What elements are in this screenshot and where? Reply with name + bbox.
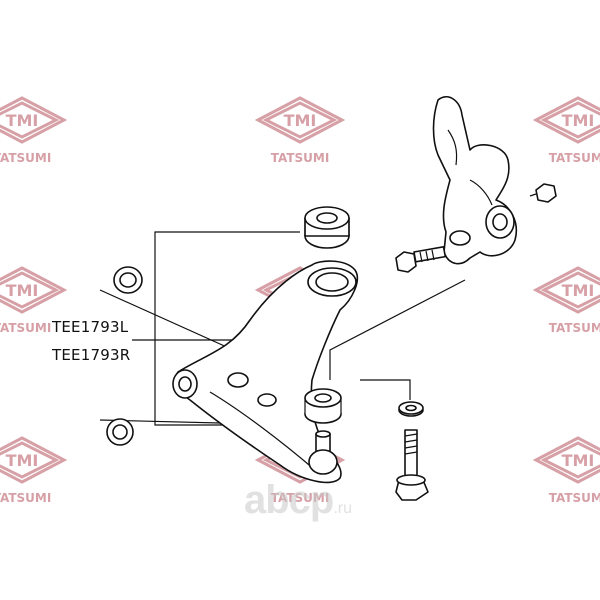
upper-bushing (304, 206, 350, 249)
watermark-brand-text: TATSUMI (549, 321, 600, 335)
washer-top (113, 266, 143, 294)
watermark-logo-text: TMI (562, 451, 595, 470)
control-arm (172, 260, 359, 484)
watermark-logo-text: TMI (6, 451, 39, 470)
watermark-logo-text: TMI (6, 111, 39, 130)
watermark-diamond-inner (540, 101, 600, 139)
site-watermark: аbcp.ru (244, 478, 352, 523)
watermark-diamond-inner (262, 101, 338, 139)
watermark-brand-text: TATSUMI (549, 491, 600, 505)
watermark-tile: TMI TATSUMI (532, 96, 600, 165)
watermark-brand-text: TATSUMI (0, 321, 51, 335)
watermark-diamond-inner (540, 441, 600, 479)
watermark-logo-text: TMI (562, 111, 595, 130)
watermark-brand-text: TATSUMI (271, 491, 330, 505)
watermark-diamond (532, 266, 600, 314)
watermark-diamond-inner (540, 271, 600, 309)
watermark-tile: TMI TATSUMI (0, 436, 68, 505)
watermark-logo-text: TMI (562, 281, 595, 300)
site-name: аbcp (244, 478, 334, 522)
watermark-logo-text: TMI (6, 281, 39, 300)
watermark-brand-text: TATSUMI (549, 151, 600, 165)
watermark-tile: TMI TATSUMI (532, 266, 600, 335)
knuckle-bolt (395, 245, 447, 273)
watermark-brand-text: TATSUMI (0, 491, 51, 505)
watermark-diamond (0, 266, 68, 314)
ball-joint (308, 430, 338, 475)
watermark-tile: TMI TATSUMI (0, 96, 68, 165)
part-number-left: TEE1793L (52, 318, 129, 336)
watermark-diamond-inner (0, 271, 60, 309)
long-bolt (395, 429, 429, 501)
watermark-tile: TMI TATSUMI (0, 266, 68, 335)
knuckle-nut (529, 183, 557, 203)
watermark-tile: TMI TATSUMI (254, 96, 346, 165)
washer-bottom (106, 418, 134, 446)
watermark-diamond-inner (0, 101, 60, 139)
watermark-diamond (0, 436, 68, 484)
watermark-brand-text: TATSUMI (271, 151, 330, 165)
watermark-brand-text: TATSUMI (0, 151, 51, 165)
steering-knuckle (432, 96, 517, 265)
part-number-right: TEE1793R (52, 346, 131, 364)
watermark-diamond (532, 96, 600, 144)
watermark-tile: TMI TATSUMI (532, 436, 600, 505)
watermark-logo-text: TMI (284, 111, 317, 130)
watermark-diamond (532, 436, 600, 484)
watermark-diamond (254, 96, 346, 144)
watermark-diamond (0, 96, 68, 144)
lower-bushing (304, 388, 342, 424)
site-tld: .ru (333, 500, 353, 517)
watermark-diamond-inner (0, 441, 60, 479)
nut-washer (398, 401, 424, 417)
